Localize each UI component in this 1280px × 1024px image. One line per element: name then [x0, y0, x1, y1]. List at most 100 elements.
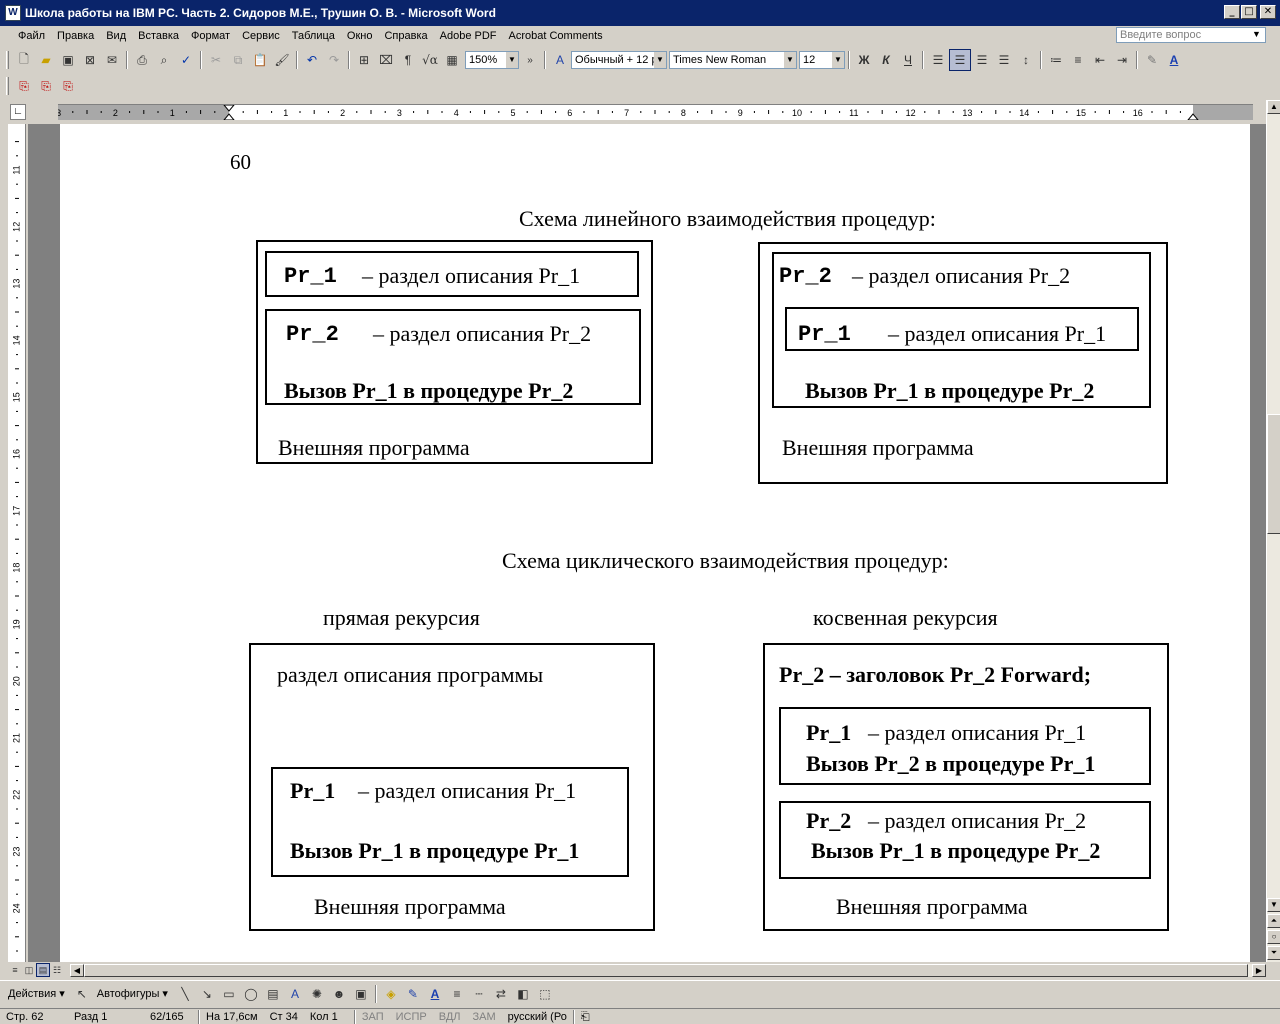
print-preview-icon[interactable]: ⌕ — [160, 52, 168, 67]
clip-art-icon[interactable]: ☻ — [332, 986, 346, 1001]
menu-table[interactable]: Таблица — [291, 30, 335, 42]
font-combo[interactable]: Times New Roman ▼ — [669, 51, 797, 69]
show-hide-icon[interactable]: ¶ — [404, 53, 412, 67]
diagram-icon[interactable]: ✺ — [311, 986, 322, 1001]
menu-format[interactable]: Формат — [191, 30, 231, 42]
web-view-icon[interactable]: ◫ — [24, 964, 34, 975]
line-color-icon[interactable]: ✎ — [407, 986, 418, 1001]
zoom-dropdown-icon[interactable]: ▼ — [506, 52, 518, 68]
menu-edit[interactable]: Правка — [57, 30, 95, 42]
word-app-icon[interactable]: W — [5, 5, 21, 21]
next-page-icon[interactable]: ⏷ — [1267, 946, 1280, 960]
font-color-draw-icon[interactable]: A — [430, 986, 440, 1001]
align-center-icon[interactable]: ☰ — [949, 49, 971, 71]
tables-borders-icon[interactable]: ⊞ — [358, 53, 370, 67]
shadow-style-icon[interactable]: ◧ — [517, 986, 529, 1001]
normal-view-icon[interactable]: ≡ — [12, 965, 18, 975]
zoom-combo[interactable]: 150% ▼ — [465, 51, 519, 69]
select-objects-icon[interactable]: ↖ — [76, 986, 87, 1001]
cut-icon[interactable]: ✂ — [210, 53, 222, 67]
previous-page-icon[interactable]: ⏶ — [1267, 914, 1280, 928]
decrease-indent-icon[interactable]: ⇤ — [1094, 53, 1106, 67]
style-dropdown-icon[interactable]: ▼ — [654, 52, 666, 68]
menu-file[interactable]: Файл — [18, 30, 46, 42]
convert-to-pdf-icon[interactable]: ⎘ — [19, 78, 29, 93]
status-record[interactable]: ЗАП — [361, 1010, 384, 1023]
justify-icon[interactable]: ☰ — [998, 53, 1010, 67]
menu-insert[interactable]: Вставка — [138, 30, 180, 42]
email-icon[interactable]: ✉ — [106, 53, 118, 67]
format-painter-icon[interactable]: 🖌 — [274, 53, 290, 67]
tab-selector-icon[interactable]: ∟ — [10, 104, 26, 120]
document-area[interactable]: 60 Схема линейного взаимодействия процед… — [28, 124, 1266, 962]
ask-question-input[interactable]: Введите вопрос — [1116, 27, 1266, 43]
bullets-icon[interactable]: ≡ — [1074, 53, 1082, 67]
save-icon[interactable]: ▣ — [62, 53, 74, 67]
menu-adobe-pdf[interactable]: Adobe PDF — [439, 30, 497, 42]
scroll-down-icon[interactable]: ▼ — [1267, 898, 1280, 912]
columns-icon[interactable]: ▦ — [446, 53, 458, 67]
line-icon[interactable]: ╲ — [181, 986, 189, 1001]
menu-view[interactable]: Вид — [106, 30, 127, 42]
dash-style-icon[interactable]: ┄ — [475, 986, 483, 1001]
vertical-scroll-thumb[interactable] — [1267, 414, 1280, 534]
underline-button[interactable]: Ч — [904, 53, 912, 67]
minimize-button[interactable]: _ — [1224, 5, 1240, 19]
permission-icon[interactable]: ⊠ — [84, 53, 96, 67]
new-document-icon[interactable]: 🗋 — [19, 51, 29, 66]
wordart-icon[interactable]: A — [290, 986, 299, 1001]
line-style-icon[interactable]: ≡ — [453, 986, 461, 1001]
document-map-icon[interactable]: ⌧ — [379, 53, 393, 67]
print-icon[interactable]: ⎙ — [137, 52, 147, 67]
print-layout-view-icon[interactable]: ▤ — [36, 963, 50, 977]
undo-icon[interactable]: ↶ — [306, 53, 318, 67]
oval-icon[interactable]: ◯ — [244, 986, 258, 1001]
3d-style-icon[interactable]: ⬚ — [539, 986, 551, 1001]
draw-menu[interactable]: Действия ▾ — [8, 988, 65, 1000]
close-button[interactable]: ✕ — [1260, 5, 1276, 19]
numbering-icon[interactable]: ≔ — [1050, 53, 1062, 67]
style-combo[interactable]: Обычный + 12 р ▼ — [571, 51, 667, 69]
font-color-icon[interactable]: A — [1169, 53, 1179, 67]
redo-icon[interactable]: ↷ — [328, 53, 340, 67]
scroll-left-icon[interactable]: ◀ — [70, 964, 84, 977]
picture-icon[interactable]: ▣ — [355, 986, 367, 1001]
align-left-icon[interactable]: ☰ — [932, 53, 944, 67]
font-size-combo[interactable]: 12 ▼ — [799, 51, 845, 69]
toolbar-options-icon[interactable]: » — [527, 54, 533, 66]
copy-icon[interactable]: ⧉ — [233, 52, 243, 67]
horizontal-scroll-thumb[interactable] — [84, 964, 1248, 977]
menu-tools[interactable]: Сервис — [242, 30, 280, 42]
align-right-icon[interactable]: ☰ — [976, 53, 988, 67]
highlight-icon[interactable]: ✎ — [1146, 53, 1158, 67]
text-box-icon[interactable]: ▤ — [267, 986, 279, 1001]
menu-acrobat-comments[interactable]: Acrobat Comments — [508, 30, 603, 42]
vertical-scrollbar[interactable]: ▲ ▼ ⏶ ○ ⏷ — [1266, 100, 1280, 962]
spelling-status-icon[interactable]: ⎗ — [580, 1010, 590, 1023]
horizontal-scrollbar[interactable]: ◀ ▶ — [70, 964, 1266, 977]
browse-object-icon[interactable]: ○ — [1267, 930, 1280, 944]
autoshapes-menu[interactable]: Автофигуры ▾ — [96, 988, 168, 1000]
status-extend[interactable]: ВДЛ — [438, 1010, 461, 1023]
italic-button[interactable]: К — [882, 53, 890, 67]
open-icon[interactable]: ▰ — [41, 53, 51, 67]
document-page[interactable]: 60 Схема линейного взаимодействия процед… — [60, 124, 1250, 962]
font-size-dropdown-icon[interactable]: ▼ — [832, 52, 844, 68]
equation-icon[interactable]: √α — [422, 53, 438, 67]
bold-button[interactable]: Ж — [858, 53, 870, 67]
arrow-icon[interactable]: ↘ — [201, 986, 212, 1001]
rectangle-icon[interactable]: ▭ — [223, 986, 235, 1001]
styles-pane-icon[interactable]: A — [555, 53, 564, 67]
outline-view-icon[interactable]: ☷ — [52, 964, 62, 975]
ask-dropdown-icon[interactable]: ▼ — [1252, 29, 1261, 39]
paste-icon[interactable]: 📋 — [252, 53, 268, 67]
scroll-up-icon[interactable]: ▲ — [1267, 100, 1280, 114]
arrow-style-icon[interactable]: ⇄ — [495, 986, 506, 1001]
scroll-right-icon[interactable]: ▶ — [1252, 964, 1266, 977]
font-dropdown-icon[interactable]: ▼ — [784, 52, 796, 68]
fill-color-icon[interactable]: ◈ — [386, 986, 396, 1001]
convert-and-email-pdf-icon[interactable]: ⎘ — [41, 78, 51, 93]
line-spacing-icon[interactable]: ↕ — [1023, 53, 1029, 67]
menu-help[interactable]: Справка — [384, 30, 428, 42]
